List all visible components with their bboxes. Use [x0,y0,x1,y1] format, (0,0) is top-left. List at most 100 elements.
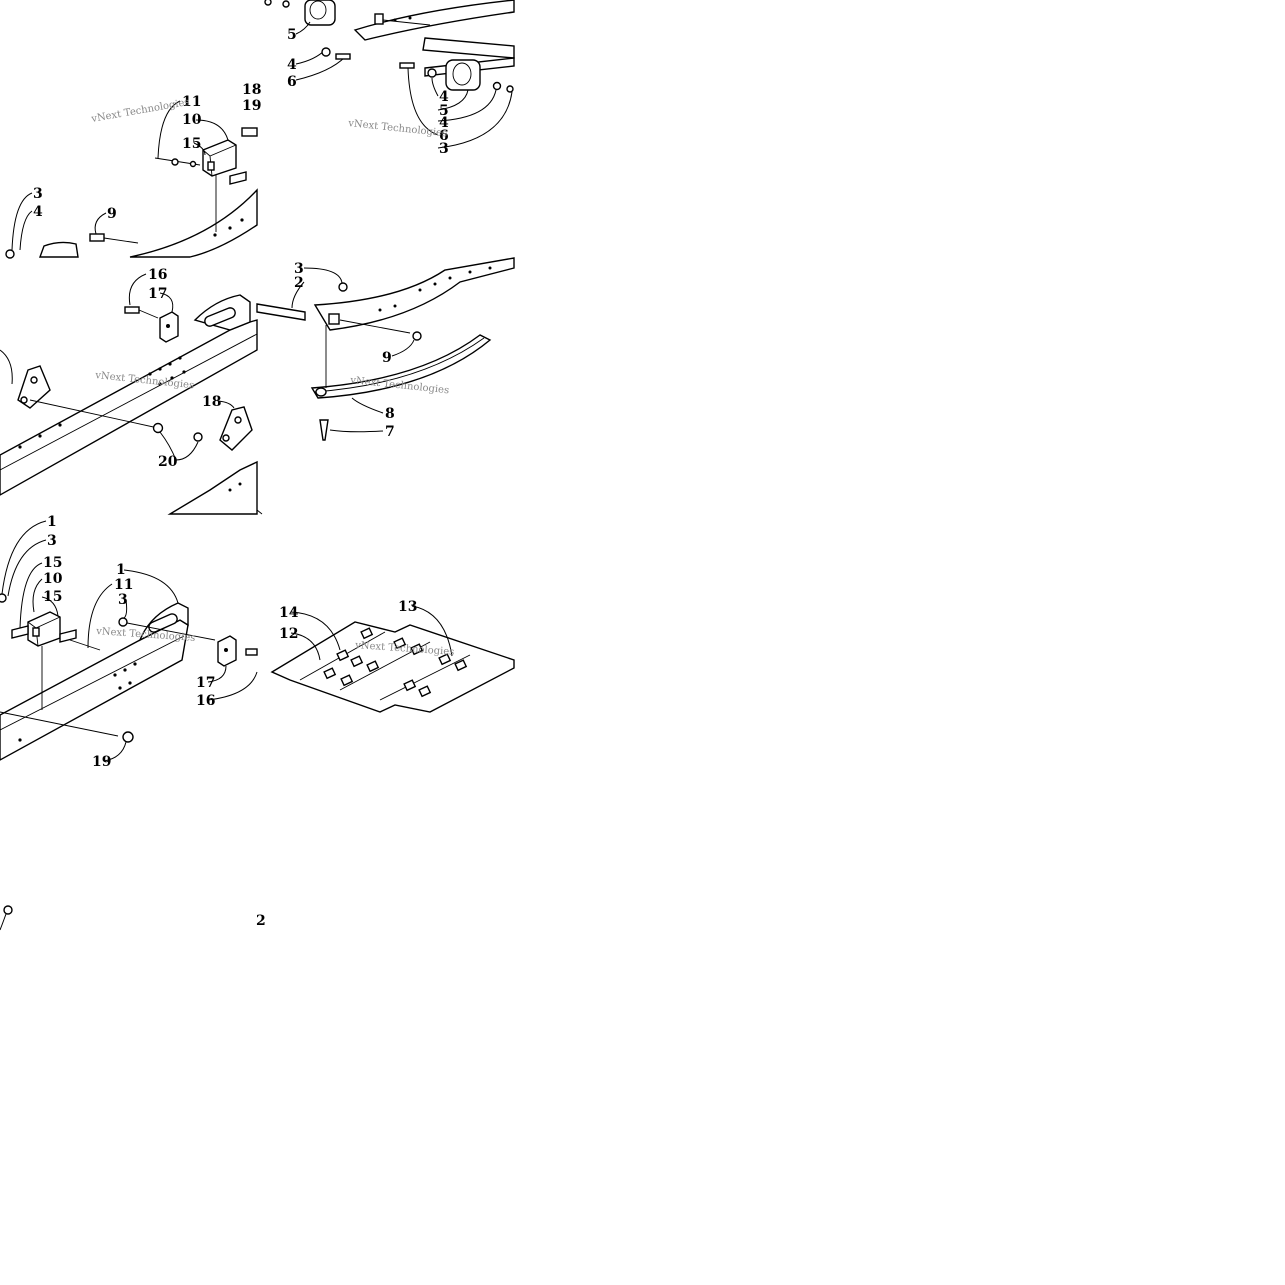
bolt [124,306,140,314]
mount-plate [219,406,253,451]
leader-line [391,339,415,357]
callout-1: 1 [47,514,57,530]
rail-hole [213,233,217,237]
idler-wheel-hub [309,0,327,20]
bolt [399,62,415,69]
axle-line [29,399,159,429]
callout-4: 4 [439,115,449,131]
plate-hole [234,416,242,424]
bolt [335,53,351,60]
nut [506,85,514,93]
rail-hole [113,673,117,677]
leader-line [290,632,321,661]
tile-bottom-left: 1 3 15 10 15 1 11 3 17 16 19 vNext Techn… [0,514,258,770]
rail-hole [133,662,137,666]
bolt-head [3,905,13,915]
callout-3: 3 [439,141,449,157]
callout-19: 19 [92,754,111,770]
leader-line [303,267,343,284]
leader-line [195,119,229,141]
bracket [328,313,340,325]
leader-line [290,611,341,651]
block-hole [224,648,228,652]
washer [282,0,290,8]
track-clip [340,674,354,687]
strip-hole [315,387,327,397]
axle-line [0,711,119,737]
leader-line [1,520,47,595]
track-ridge [379,654,471,701]
rail-front-curve [353,0,515,41]
rail-hole [378,308,382,312]
idler-wheel [445,59,481,91]
callout-3: 3 [47,533,57,549]
leader-line [207,665,227,683]
track-clip [454,659,468,672]
callout-15: 15 [43,555,62,571]
leader-line [0,913,7,931]
watermark: vNext Technologies [347,118,448,139]
leader-line [193,142,206,156]
leader-line [295,21,311,35]
rail-hole [238,482,242,486]
callout-1: 1 [116,562,126,578]
rail-hole [182,370,186,374]
track-clip [350,655,364,668]
tile-middle-left: 16 17 18 20 vNext Technologies [0,267,258,515]
rail-edge [0,333,258,471]
callout-3: 3 [118,592,128,608]
bracket [374,13,384,25]
leader-line [7,539,47,597]
tile-top-left: 11 10 15 18 19 3 4 9 vNext Technologies [5,82,261,259]
rail-slot [148,613,178,633]
rail-hole [418,288,422,292]
pin [189,160,197,168]
track-clip [410,643,424,656]
tile-middle-right: 3 2 9 8 7 vNext Technologies [256,257,515,441]
leader-line [123,599,128,619]
bolt [245,648,258,656]
leader-line [87,583,113,649]
idler-wheel [304,0,336,26]
rail-hole [228,226,232,230]
callout-19: 19 [242,98,261,114]
callout-11: 11 [182,94,201,110]
nut [152,422,164,434]
callout-15: 15 [182,136,201,152]
track-clip [366,660,380,673]
bolt [241,127,258,137]
axle-tube [422,37,515,59]
callout-5: 5 [439,103,449,119]
leader-line [437,89,469,111]
rail-hole [433,282,437,286]
bracket [229,171,247,185]
track-clip [360,627,374,640]
callout-13: 13 [398,599,417,615]
washer [492,81,502,91]
leader-line [159,431,177,461]
rail-hole [18,738,22,742]
fragment-line [256,509,263,515]
screw [319,419,329,441]
leader-line [437,89,497,122]
track-clip [418,685,432,698]
washer [321,47,331,57]
leader-line [19,210,33,251]
bolt [89,233,105,242]
callout-3: 3 [33,186,43,202]
leader-line [11,192,33,251]
callout-8: 8 [385,406,395,422]
bolt-head [412,331,422,341]
callout-7: 7 [385,424,395,440]
rail-hole [38,434,42,438]
bolt [264,0,272,6]
washer [427,68,437,78]
leader-line [411,605,453,657]
callout-6: 6 [287,74,297,90]
leader-line [329,429,384,433]
callout-11: 11 [114,577,133,593]
rail-hole [170,376,174,380]
callout-6: 6 [439,128,449,144]
leader-line [431,77,439,97]
